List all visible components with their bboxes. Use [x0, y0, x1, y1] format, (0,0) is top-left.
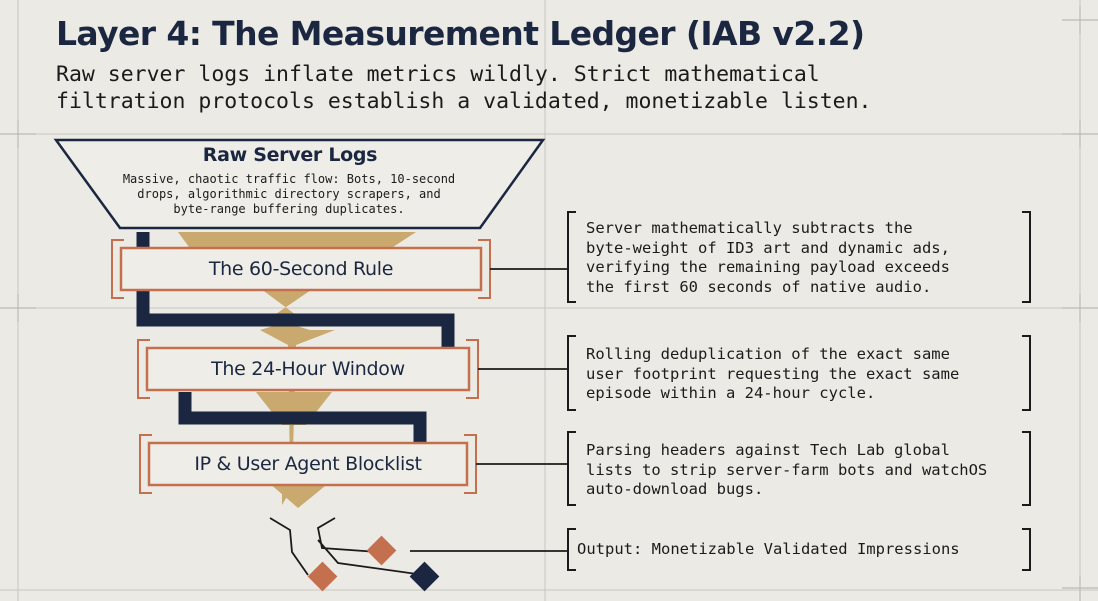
- raw-logs-description: Massive, chaotic traffic flow: Bots, 10-…: [122, 172, 456, 216]
- navy-pipe-2: [178, 392, 427, 446]
- stage-label-blocklist: IP & User Agent Blocklist: [194, 453, 422, 475]
- page-title: Layer 4: The Measurement Ledger (IAB v2.…: [56, 14, 865, 53]
- output-label: Output: Monetizable Validated Impression…: [577, 540, 960, 558]
- note-blocklist: Parsing headers against Tech Lab global …: [586, 441, 988, 498]
- crosshair-marks: [0, 6, 1098, 601]
- output-diamond-copper-lower: [307, 561, 338, 592]
- output-diamond-navy: [409, 561, 440, 592]
- stage-label-60-second: The 60-Second Rule: [208, 258, 394, 280]
- stage-label-24-hour: The 24-Hour Window: [211, 358, 405, 380]
- stage-box-24-hour: [137, 339, 479, 399]
- raw-logs-title: Raw Server Logs: [202, 144, 378, 166]
- funnel-stream-tip: [268, 482, 330, 508]
- output-diamond-copper-upper: [366, 535, 397, 566]
- output-branch-lines: [269, 517, 425, 576]
- stage-box-blocklist: [139, 434, 477, 494]
- note-bracket-2: [567, 335, 1031, 411]
- raw-logs-funnel: [53, 138, 546, 230]
- funnel-stream-lower: [256, 392, 332, 425]
- stage-box-60-second: [111, 239, 491, 299]
- note-bracket-3: [567, 431, 1031, 506]
- page-subtitle: Raw server logs inflate metrics wildly. …: [56, 62, 872, 114]
- note-60-second: Server mathematically subtracts the byte…: [586, 219, 950, 296]
- note-bracket-1: [567, 211, 1031, 303]
- note-24-hour: Rolling deduplication of the exact same …: [586, 345, 960, 402]
- note-bracket-output: [567, 528, 1031, 571]
